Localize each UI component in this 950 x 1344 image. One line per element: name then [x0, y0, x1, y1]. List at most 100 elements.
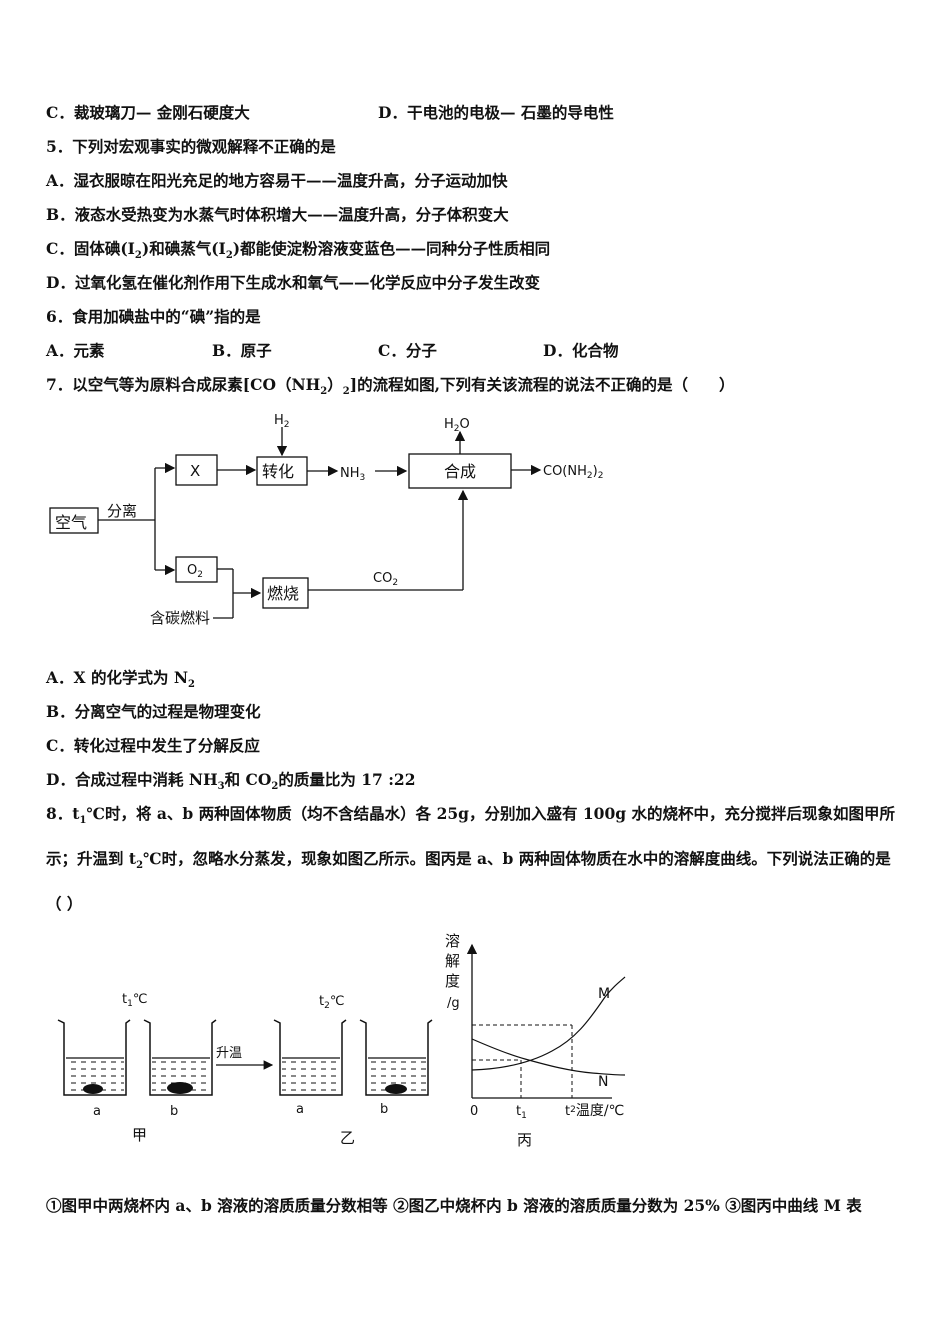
y-axis-label-2: 解: [445, 952, 460, 970]
degree-sign: ℃: [133, 992, 148, 1007]
q7-stem-part2: ）: [327, 375, 343, 394]
beaker-b-jia: [143, 1019, 217, 1096]
subscript: 1: [127, 999, 133, 1009]
beaker-a-jia: [57, 1019, 131, 1096]
heat-label: 升温: [216, 1046, 242, 1061]
subscript: 2: [342, 386, 350, 398]
subscript: 3: [217, 781, 225, 793]
t2-label: t: [319, 994, 324, 1009]
q6-option-c: C．分子: [378, 341, 437, 360]
q4-option-c: C．裁玻璃刀— 金刚石硬度大: [46, 103, 250, 122]
q7-stem-part1: 7．以空气等为原料合成尿素[CO（NH: [46, 375, 321, 394]
subscript: 1: [79, 815, 87, 827]
fig-jia-label: 甲: [132, 1126, 147, 1144]
flow-air-label: 空气: [55, 513, 87, 532]
subscript: 2: [454, 424, 460, 434]
x-axis-label: 温度/℃: [576, 1103, 624, 1119]
svg-text:t2℃: t2℃: [319, 994, 344, 1011]
svg-text:t1: t1: [516, 1104, 527, 1121]
q7-flowchart: 空气 分离 X H2 转化 NH3 H2O 合成 CO(NH2)2 O2 含碳燃…: [49, 413, 603, 627]
flow-carbon-fuel-label: 含碳燃料: [150, 609, 210, 627]
flow-product-label: CO(NH: [543, 464, 587, 479]
flow-product-end: ): [593, 464, 598, 479]
subscript: 2: [284, 420, 290, 430]
q7-option-a: A．X 的化学式为 N2: [46, 668, 195, 695]
flow-h2o-label: H: [444, 417, 454, 432]
q7-a-text: A．X 的化学式为 N: [46, 668, 189, 687]
flow-convert-label: 转化: [262, 462, 294, 481]
curve-n: [471, 1038, 626, 1076]
q8-stem: 8．t1℃时，将 a、b 两种固体物质（均不含结晶水）各 25g，分别加入盛有 …: [46, 795, 906, 923]
svg-text:O2: O2: [187, 563, 203, 580]
svg-text:NH3: NH3: [340, 466, 365, 483]
origin-label: 0: [470, 1104, 478, 1119]
q5-option-c: C．固体碘(I2)和碘蒸气(I2)都能使淀粉溶液变蓝色——同种分子性质相同: [46, 239, 550, 266]
fig-bing-label: 丙: [517, 1131, 532, 1149]
q5-c-part1: C．固体碘(I: [46, 239, 135, 258]
q7-stem-part3: ]的流程如图,下列有关该流程的说法不正确的是（ ）: [349, 375, 735, 394]
svg-text:H2O: H2O: [444, 417, 470, 434]
subscript: 2: [225, 250, 233, 262]
beaker-b-label: b: [170, 1104, 178, 1119]
svg-text:t2温度/℃: t2温度/℃: [565, 1103, 624, 1119]
flow-synth-label: 合成: [444, 462, 476, 481]
q5-c-part3: )都能使淀粉溶液变蓝色——同种分子性质相同: [232, 239, 551, 258]
subscript: 2: [271, 781, 279, 793]
degree-sign: ℃: [330, 994, 345, 1009]
curve-m: [471, 976, 626, 1071]
subscript: 2: [392, 578, 398, 588]
flow-h2-label: H: [274, 413, 284, 428]
fig-yi-label: 乙: [340, 1129, 355, 1147]
subscript: 2: [320, 386, 328, 398]
q7-d-part3: 的质量比为 17 :22: [278, 770, 416, 789]
q5-option-d: D．过氧化氢在催化剂作用下生成水和氧气——化学反应中分子发生改变: [46, 273, 540, 292]
q6-option-b: B．原子: [212, 341, 272, 360]
flow-o2-label: O: [187, 563, 197, 578]
q8-stem-part2: ℃时，将 a、b 两种固体物质（均不含结晶水）各 25g，分别加入盛有 100g…: [46, 804, 895, 869]
subscript: 2: [136, 860, 144, 872]
q7-option-b: B．分离空气的过程是物理变化: [46, 702, 261, 721]
flow-nh3-label: NH: [340, 466, 360, 481]
subscript: 2: [324, 1001, 330, 1011]
q5-stem: 5．下列对宏观事实的微观解释不正确的是: [46, 137, 336, 156]
subscript: 2: [197, 570, 203, 580]
y-axis-label-3: 度: [445, 972, 460, 990]
q5-c-part2: )和碘蒸气(I: [141, 239, 226, 258]
flow-co2-label: CO: [373, 571, 392, 586]
t2-tick: t: [565, 1104, 570, 1119]
q8-stem-part1: 8．t: [46, 804, 80, 823]
subscript: 3: [360, 473, 366, 483]
flow-separate-label: 分离: [107, 502, 137, 520]
svg-text:H2: H2: [274, 413, 290, 430]
svg-text:t1℃: t1℃: [122, 992, 147, 1009]
subscript: 2: [598, 471, 604, 481]
curve-n-label: N: [598, 1074, 608, 1090]
subscript: 1: [521, 1111, 527, 1121]
flow-x-label: X: [190, 462, 200, 480]
flow-h2o-o: O: [460, 417, 470, 432]
q4-option-d: D．干电池的电极— 石墨的导电性: [378, 103, 614, 122]
subscript: 2: [587, 471, 593, 481]
beaker-a-label: a: [296, 1102, 304, 1117]
svg-text:CO(NH2)2: CO(NH2)2: [543, 464, 603, 481]
beaker-b-yi: [359, 1019, 433, 1096]
flow-burn-label: 燃烧: [267, 584, 299, 603]
svg-text:CO2: CO2: [373, 571, 398, 588]
q6-option-a: A．元素: [46, 341, 105, 360]
y-axis-label-1: 溶: [445, 932, 460, 950]
y-axis-label-4: /g: [447, 996, 460, 1011]
q7-d-part1: D．合成过程中消耗 NH: [46, 770, 218, 789]
solubility-graph: [466, 943, 626, 1099]
q8-stem-part3: ℃时，忽略水分蒸发，现象如图乙所示。图丙是 a、b 两种固体物质在水中的溶解度曲…: [46, 849, 891, 914]
q6-option-d: D．化合物: [543, 341, 619, 360]
t1-tick: t: [516, 1104, 521, 1119]
beaker-b-label: b: [380, 1102, 388, 1117]
q5-option-a: A．湿衣服晾在阳光充足的地方容易干——温度升高，分子运动加快: [46, 171, 508, 190]
q8-figure: t1℃ a b 甲 升温 t2℃ a b 乙 溶 解 度 /g M N 0 t1…: [57, 932, 626, 1149]
q8-statements: ①图甲中两烧杯内 a、b 溶液的溶质质量分数相等 ②图乙中烧杯内 b 溶液的溶质…: [46, 1196, 862, 1215]
q6-stem: 6．食用加碘盐中的“碘”指的是: [46, 307, 261, 326]
subscript: 2: [570, 1105, 576, 1115]
q7-stem: 7．以空气等为原料合成尿素[CO（NH2）2]的流程如图,下列有关该流程的说法不…: [46, 375, 734, 402]
subscript: 2: [134, 250, 142, 262]
q5-option-b: B．液态水受热变为水蒸气时体积增大——温度升高，分子体积变大: [46, 205, 509, 224]
